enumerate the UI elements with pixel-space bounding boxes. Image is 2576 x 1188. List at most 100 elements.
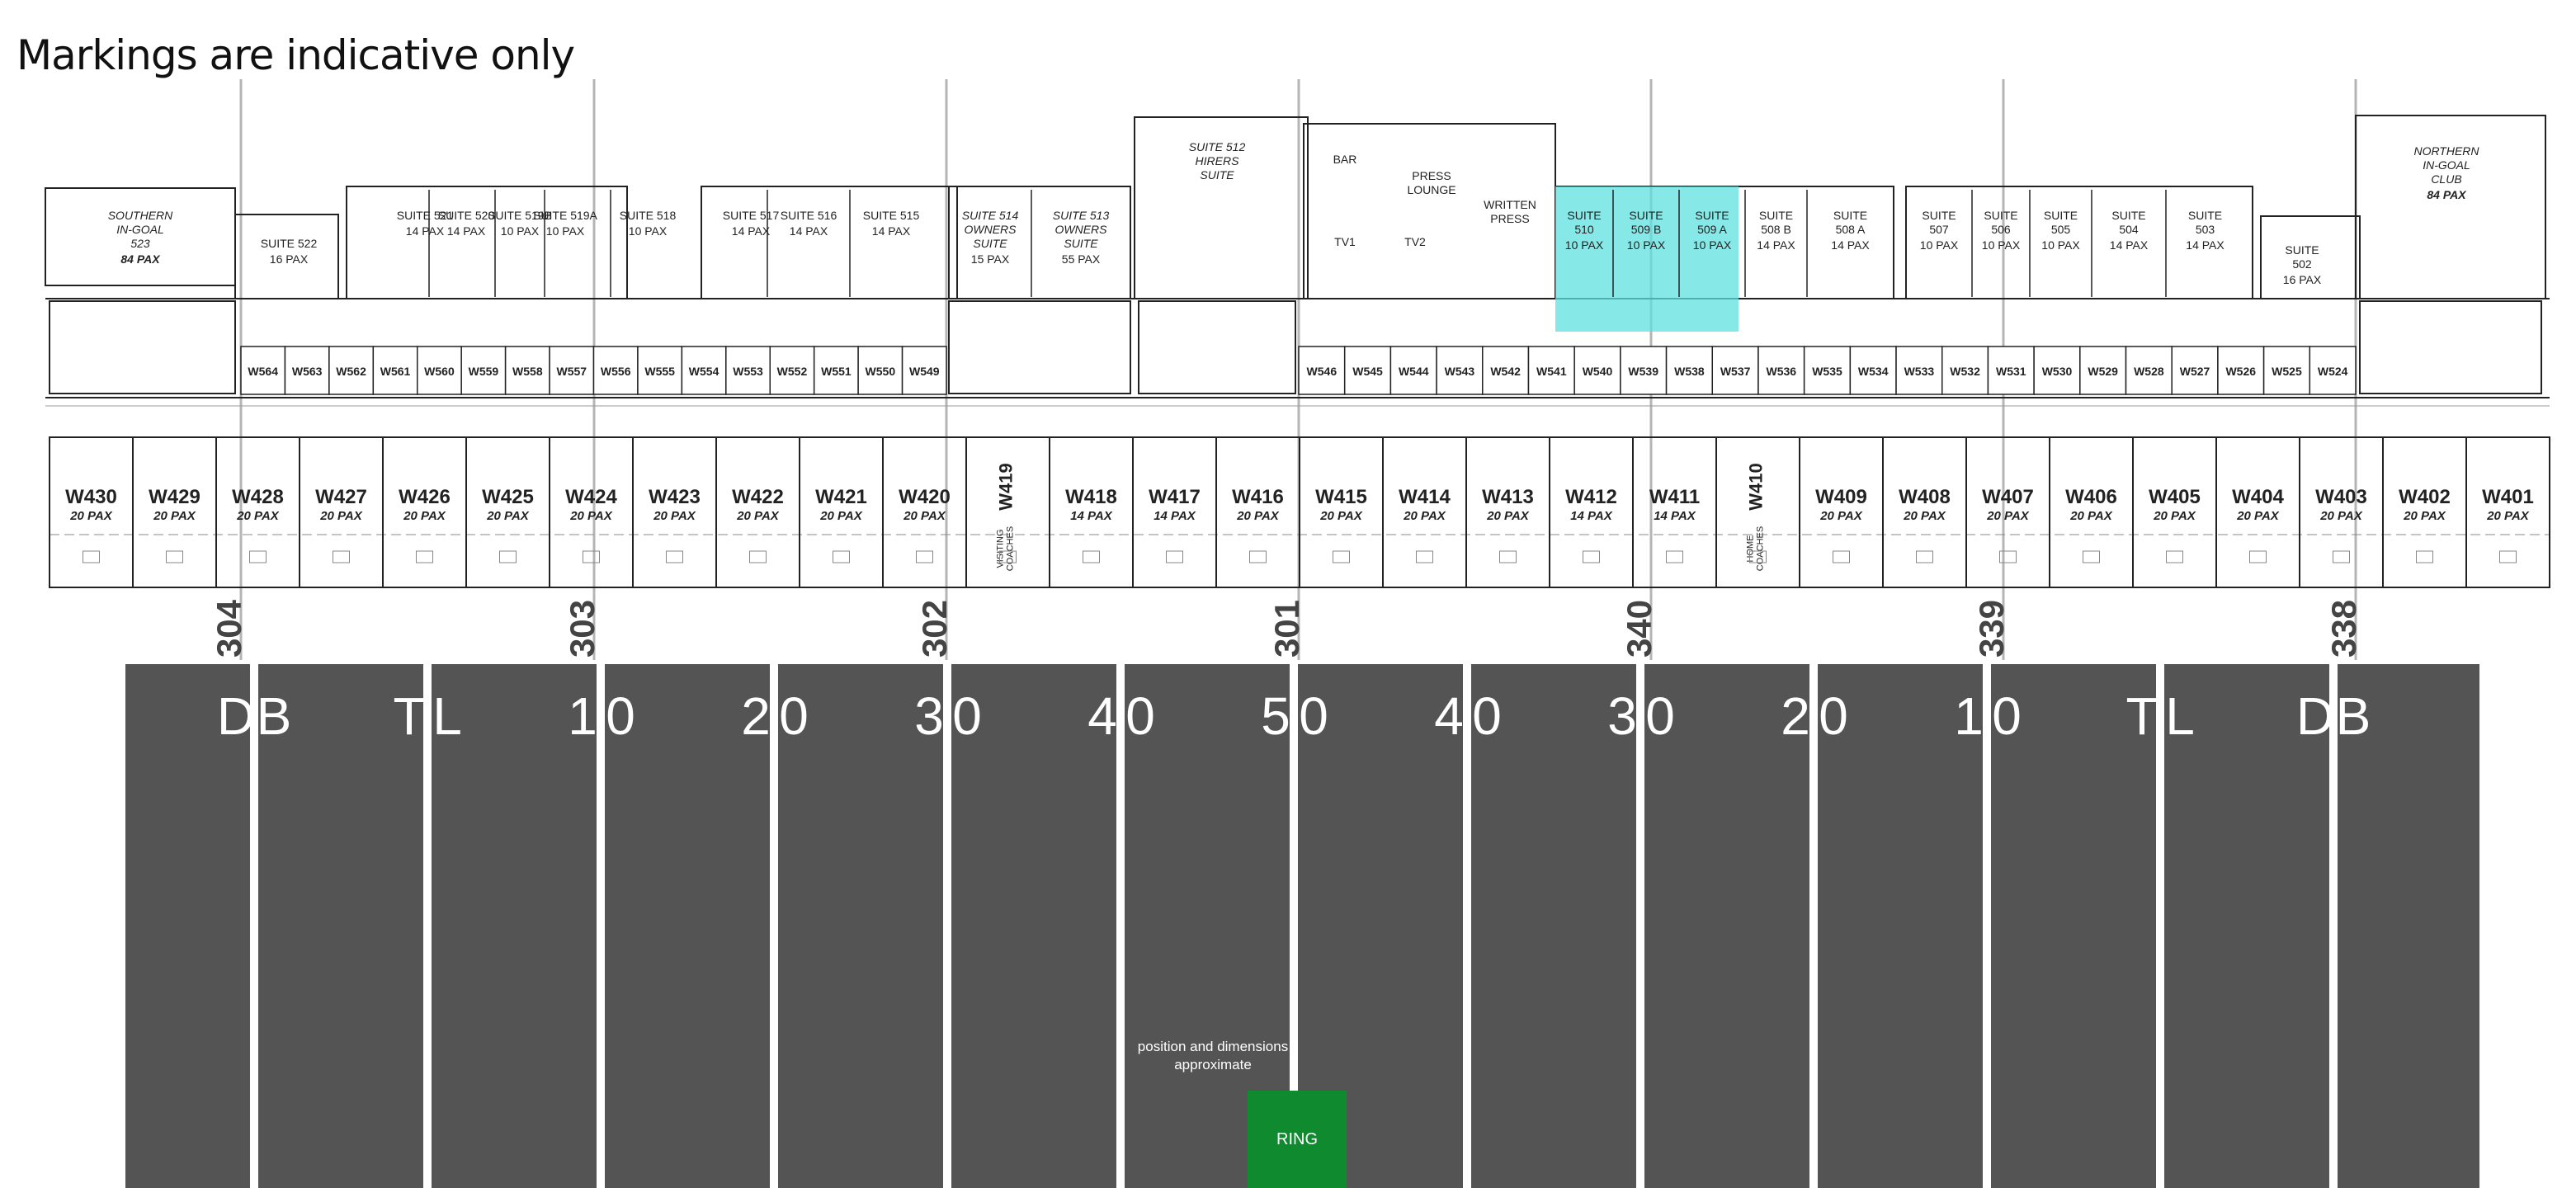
box-label: W423: [649, 486, 701, 508]
box-pax: COACHES: [1006, 526, 1016, 571]
box-fixture: [2166, 550, 2183, 563]
seat-cell: [1895, 346, 1943, 395]
seat-label: W556: [601, 365, 631, 378]
suite-pax: 14 PAX: [406, 224, 445, 238]
seat-cell: [901, 346, 947, 395]
box-pax: 20 PAX: [819, 509, 863, 523]
box-fixture: [1833, 550, 1850, 563]
box-fixture: [1583, 550, 1600, 563]
suite-pax: 55 PAX: [1062, 252, 1101, 266]
box-fixture: [1166, 550, 1183, 563]
suite-name: SUITE: [1695, 209, 1729, 222]
box-fixture: [2333, 550, 2350, 563]
suite-name: PRESS: [1412, 169, 1451, 182]
suite-pax: 10 PAX: [1565, 238, 1604, 252]
yard-mark: D: [2296, 686, 2334, 746]
yard-mark: 0: [1645, 686, 1675, 746]
box-pax: 20 PAX: [2486, 509, 2530, 523]
suite-name: SUITE: [1833, 209, 1867, 222]
box-pax: 20 PAX: [2319, 509, 2363, 523]
seat-label: W526: [2225, 365, 2256, 378]
box-label: W416: [1232, 486, 1284, 508]
suite-name: SUITE: [2111, 209, 2145, 222]
suite-name: WRITTEN: [1484, 198, 1536, 211]
box-pax: VISITING: [996, 529, 1006, 568]
seat-label: W531: [1996, 365, 2026, 378]
box-label: W417: [1149, 486, 1201, 508]
box-label: W418: [1065, 486, 1117, 508]
box-pax: 20 PAX: [1486, 509, 1530, 523]
seat-label: W545: [1352, 365, 1383, 378]
box-fixture: [1083, 550, 1100, 563]
yard-mark: 0: [1992, 686, 2022, 746]
seat-cell: [769, 346, 815, 395]
seat-label: W560: [424, 365, 455, 378]
yard-mark: 3: [1607, 686, 1637, 746]
suite-pax: 10 PAX: [1920, 238, 1959, 252]
yard-mark: T: [393, 686, 425, 746]
box-fixture: [1333, 550, 1350, 563]
suite-name: SUITE 520: [438, 209, 495, 222]
suite-name: 503: [2196, 223, 2215, 236]
box-fixture: [499, 550, 517, 563]
gate-number: 302: [915, 600, 954, 658]
gate-number: 303: [563, 600, 602, 658]
seat-cell: [417, 346, 462, 395]
seat-cell: [813, 346, 859, 395]
yard-mark: 0: [606, 686, 635, 746]
yard-mark: 1: [1954, 686, 1984, 746]
box-label: W408: [1899, 486, 1951, 508]
suite-pax: 14 PAX: [2110, 238, 2149, 252]
box-label: W411: [1649, 486, 1700, 508]
gate-number: 304: [210, 599, 248, 658]
box-pax: 20 PAX: [319, 509, 363, 523]
yard-line: [597, 664, 605, 1188]
suite-wall: [346, 186, 628, 299]
suite-wall: [234, 214, 339, 299]
box-pax: 20 PAX: [569, 509, 613, 523]
seat-label: W544: [1399, 365, 1429, 378]
yard-line: [2329, 664, 2338, 1188]
box-pax: 20 PAX: [653, 509, 696, 523]
box-pax: 20 PAX: [1903, 509, 1946, 523]
yard-mark: 0: [779, 686, 809, 746]
box-label: W402: [2399, 486, 2451, 508]
suite-name: SUITE 515: [863, 209, 920, 222]
seat-label: W543: [1445, 365, 1475, 378]
seat-label: W546: [1307, 365, 1338, 378]
suite-pax: 14 PAX: [1831, 238, 1870, 252]
yard-line: [423, 664, 432, 1188]
seat-cell: [1941, 346, 1989, 395]
seat-cell: [328, 346, 375, 395]
seat-label: W530: [2042, 365, 2073, 378]
suite-name: SUITE: [1759, 209, 1793, 222]
seat-label: W550: [866, 365, 896, 378]
box-fixture: [1916, 550, 1933, 563]
suite-pax: 10 PAX: [1627, 238, 1666, 252]
suite-pax: 16 PAX: [2283, 273, 2322, 286]
yard-line: [2156, 664, 2164, 1188]
suite-wall: [2260, 215, 2361, 299]
yard-line: [943, 664, 951, 1188]
yard-mark: 3: [914, 686, 944, 746]
seat-label: W564: [248, 365, 278, 378]
box-fixture: [833, 550, 850, 563]
seat-label: W525: [2272, 365, 2302, 378]
suite-wall: [1303, 123, 1556, 299]
seat-label: W524: [2318, 365, 2348, 378]
seat-label: W540: [1583, 365, 1613, 378]
box-fixture: [2499, 550, 2517, 563]
suite-pax: 14 PAX: [872, 224, 911, 238]
gate-number: 301: [1267, 600, 1306, 658]
box-fixture: [2416, 550, 2433, 563]
box-label: W406: [2065, 486, 2117, 508]
seat-label: W549: [909, 365, 940, 378]
box-fixture: [1999, 550, 2017, 563]
seat-label: W557: [556, 365, 587, 378]
yard-mark: 0: [952, 686, 982, 746]
suite-pax: 14 PAX: [1757, 238, 1795, 252]
suite-name: SUITE: [2188, 209, 2222, 222]
